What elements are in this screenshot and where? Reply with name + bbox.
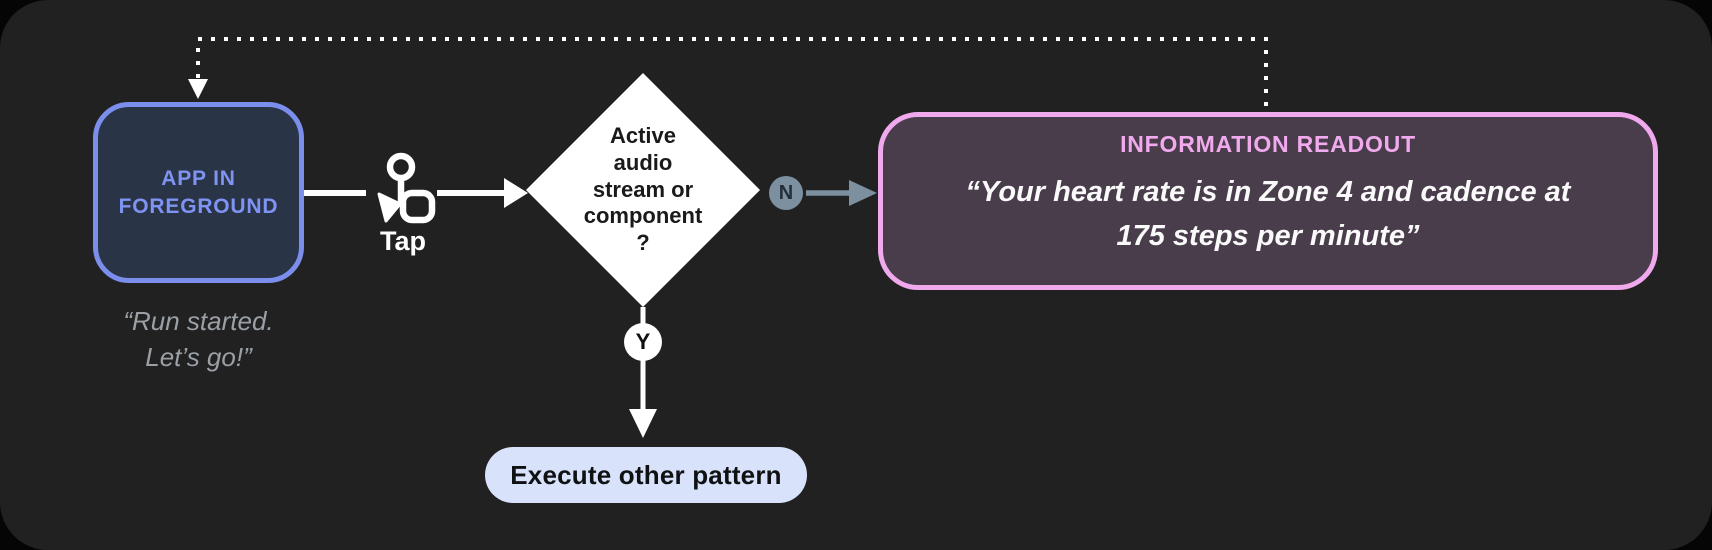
loop-back-dotted-arrow: [188, 37, 1268, 106]
app-in-foreground-node: APP IN FOREGROUND: [93, 102, 304, 283]
connector-no-to-readout: [806, 180, 877, 206]
information-readout-quote: “Your heart rate is in Zone 4 and cadenc…: [965, 176, 1571, 252]
arrow-down-icon: [629, 409, 657, 438]
arrow-right-icon: [849, 180, 877, 206]
arrow-down-icon: [188, 79, 208, 99]
app-in-foreground-label: APP IN FOREGROUND: [118, 166, 279, 218]
arrow-right-icon: [504, 178, 528, 208]
no-branch-badge: N: [769, 176, 803, 210]
connector-yes-to-execute: [629, 307, 657, 438]
tap-action-label: Tap: [380, 226, 426, 256]
yes-branch-badge: Y: [624, 323, 662, 361]
decision-node-label: Active audio stream or component ?: [583, 122, 703, 256]
information-readout-title: INFORMATION READOUT: [1120, 131, 1416, 157]
connector-tap-to-decision: [437, 178, 528, 208]
information-readout-node: INFORMATION READOUT “Your heart rate is …: [878, 112, 1658, 290]
execute-other-pattern-label: Execute other pattern: [510, 459, 782, 490]
decision-diamond-shape: [526, 73, 760, 307]
tap-gesture-icon: [377, 152, 436, 224]
execute-other-pattern-node: Execute other pattern: [485, 447, 807, 503]
app-node-caption: “Run started. Let’s go!”: [123, 306, 274, 373]
